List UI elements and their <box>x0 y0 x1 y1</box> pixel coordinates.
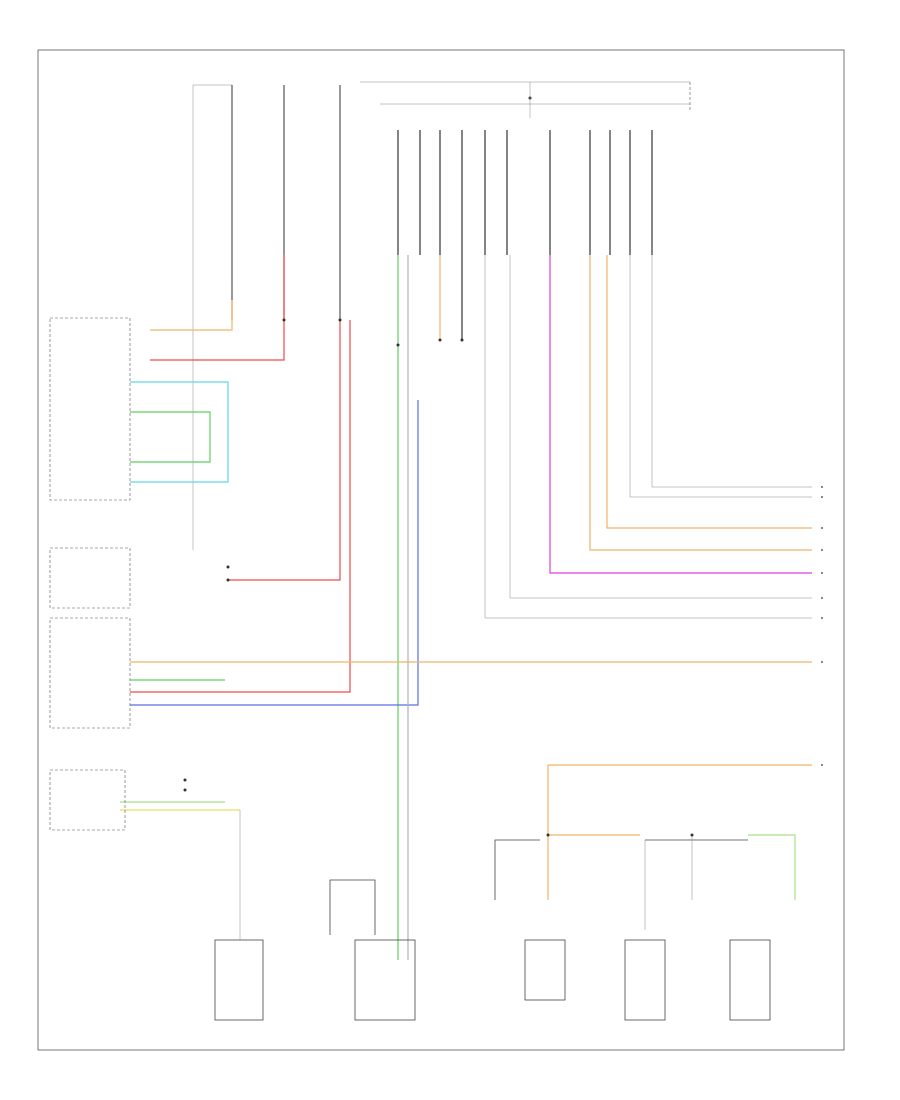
bottom-module-3 <box>524 939 566 1001</box>
splice-points <box>183 318 694 837</box>
bottom-module-1 <box>214 939 264 1021</box>
left-components <box>49 317 131 831</box>
center-wire-bundle <box>397 130 653 255</box>
colored-wires <box>120 255 812 960</box>
bottom-module-4 <box>624 939 666 1021</box>
right-terminals <box>821 486 823 766</box>
diagram-frame <box>37 49 845 1051</box>
bottom-module-2 <box>354 939 416 1021</box>
bottom-module-5 <box>729 939 771 1021</box>
bottom-components <box>214 810 771 1021</box>
top-fuse-columns <box>192 81 691 550</box>
